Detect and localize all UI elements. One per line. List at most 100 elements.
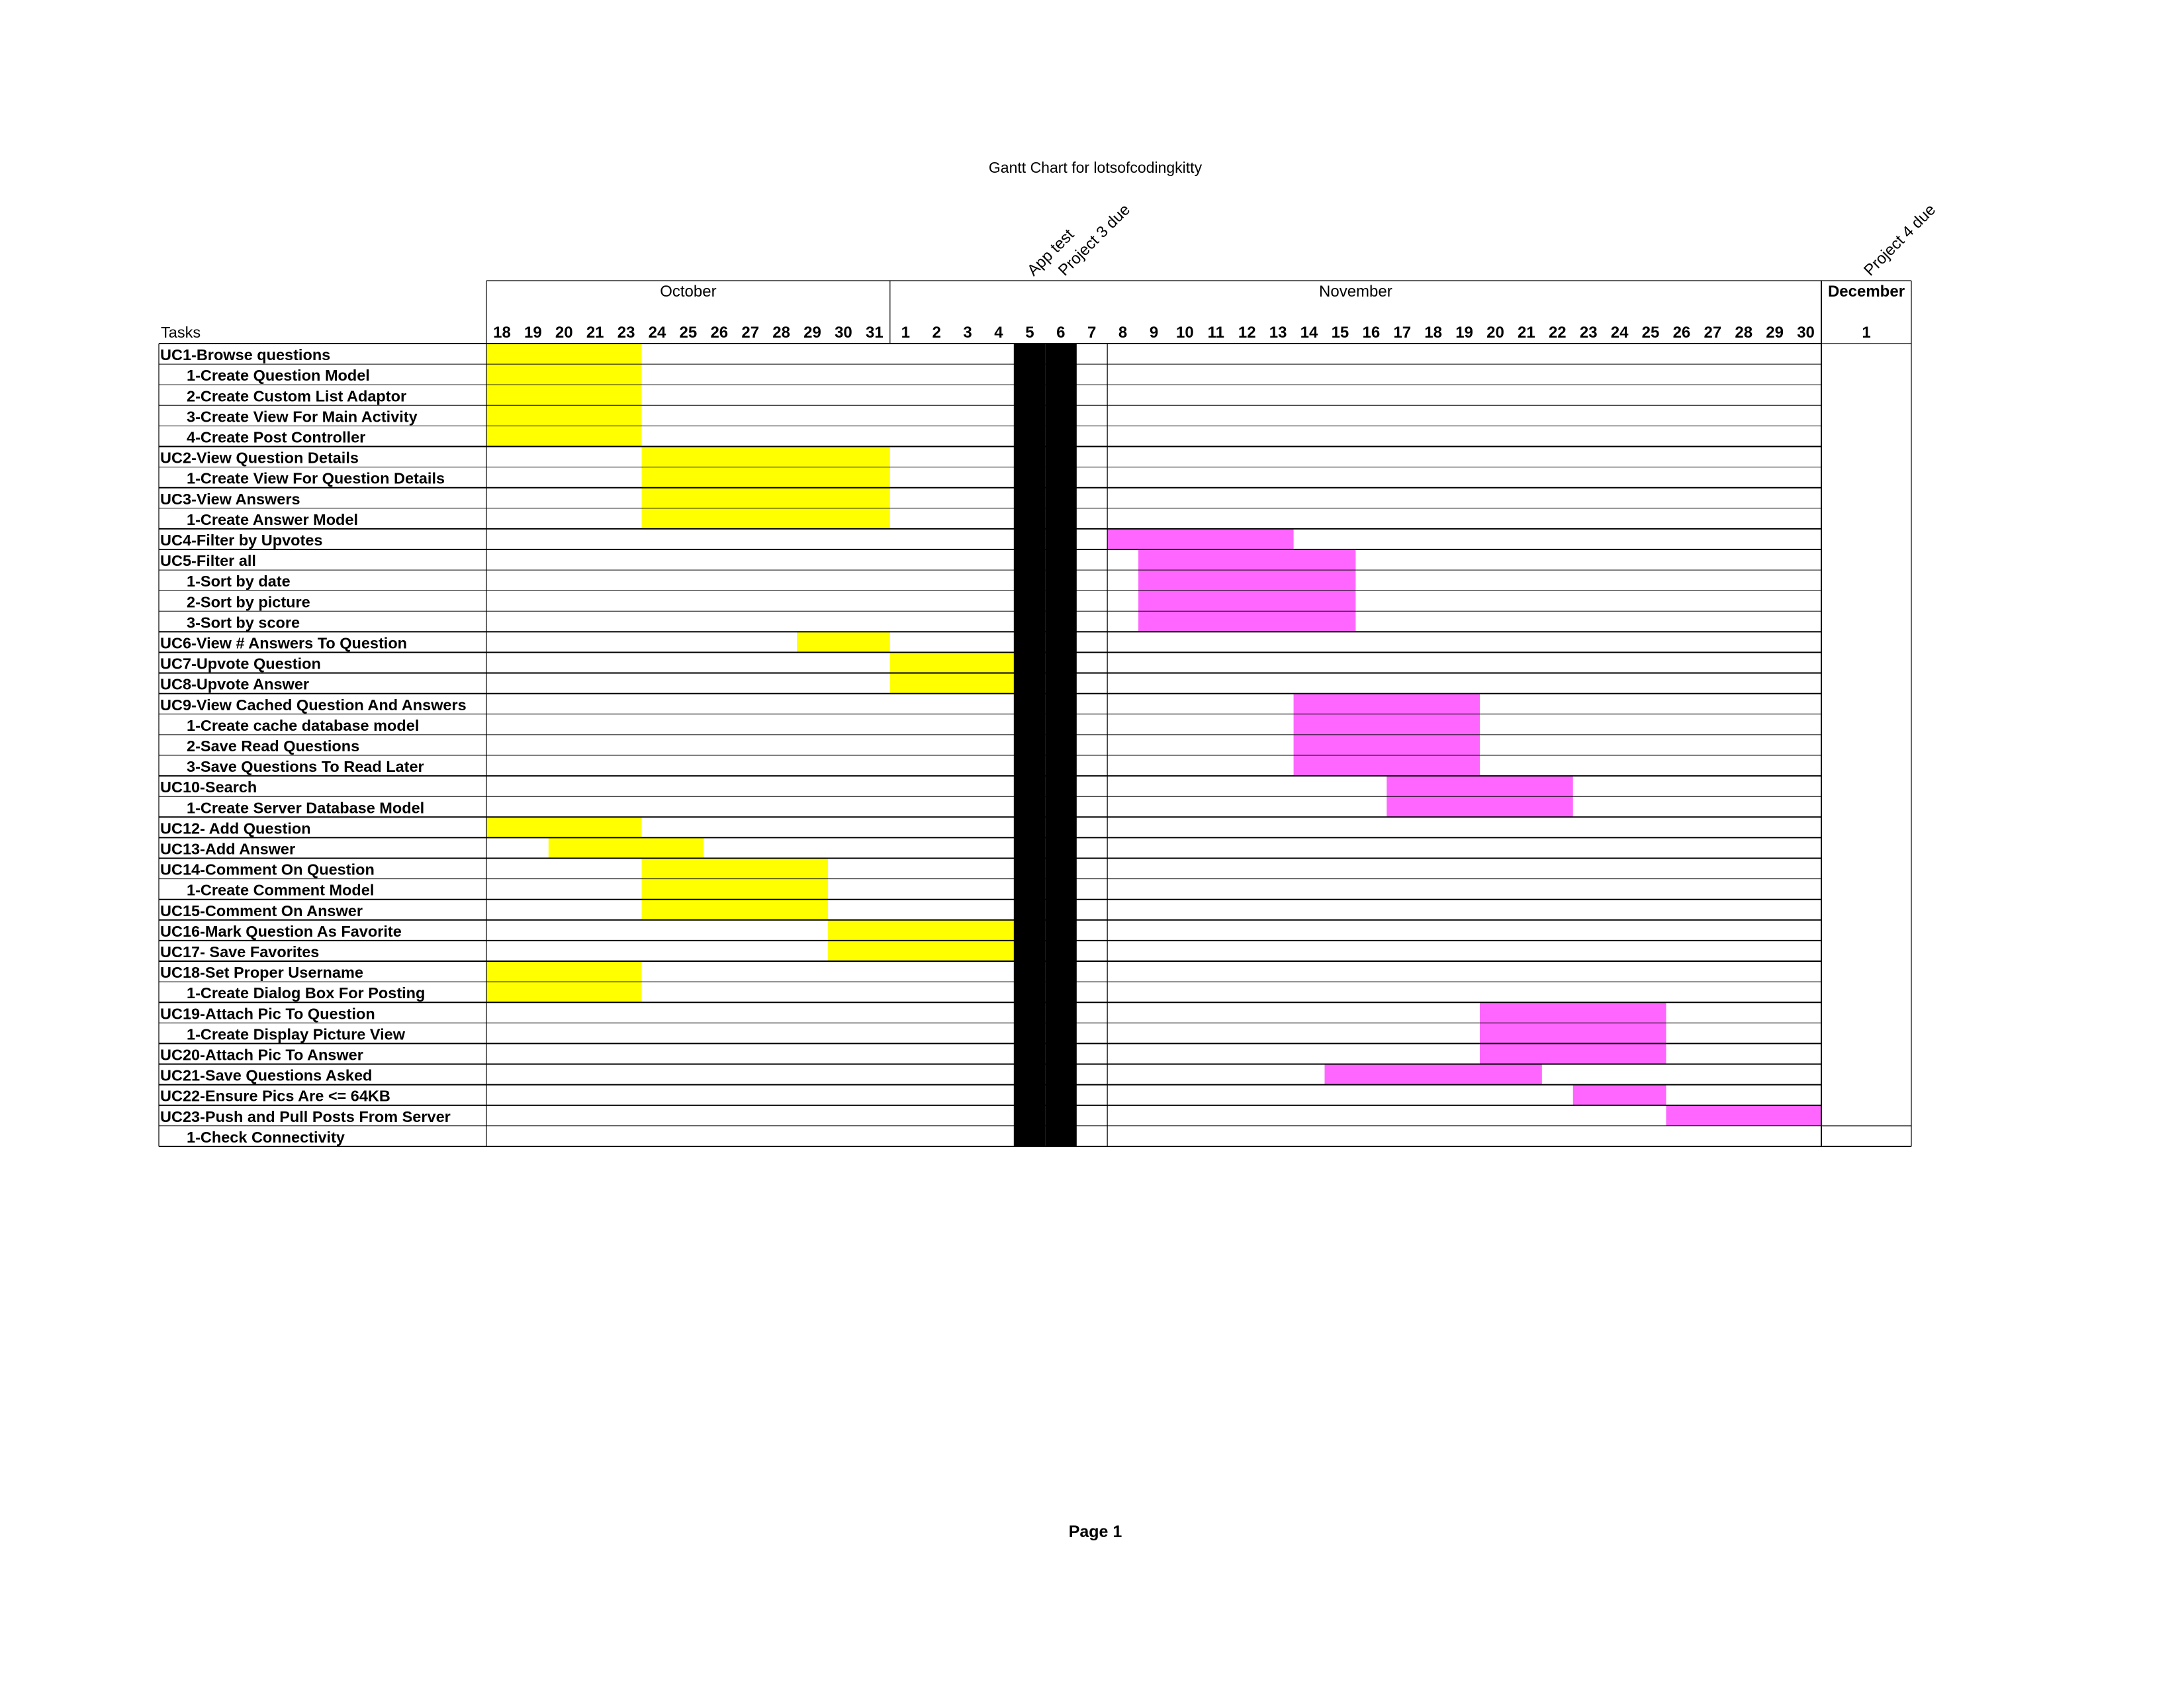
task-label: UC7-Upvote Question xyxy=(160,655,321,673)
task-label: UC22-Ensure Pics Are <= 64KB xyxy=(160,1088,390,1105)
task-label: UC15-Comment On Answer xyxy=(160,902,363,919)
day-tick-label: 29 xyxy=(1766,324,1784,342)
task-label: UC19-Attach Pic To Question xyxy=(160,1005,375,1022)
subtask-label: 2-Sort by picture xyxy=(187,593,310,610)
day-tick-label: 19 xyxy=(524,324,542,342)
task-bar xyxy=(889,673,1015,694)
day-tick-label: 24 xyxy=(1611,324,1629,342)
subtask-label: 3-Save Questions To Read Later xyxy=(187,758,424,775)
task-bar xyxy=(486,344,642,365)
day-tick-label: 19 xyxy=(1455,324,1473,342)
task-bar xyxy=(641,446,890,467)
subtask-label: 4-Create Post Controller xyxy=(187,429,365,446)
task-label: UC10-Search xyxy=(160,778,257,796)
task-label: UC17- Save Favorites xyxy=(160,943,319,961)
day-tick-label: 23 xyxy=(1580,324,1598,342)
subtask-label: 2-Save Read Questions xyxy=(187,737,359,755)
subtask-label: 1-Create View For Question Details xyxy=(187,470,445,487)
day-tick-label: 17 xyxy=(1393,324,1411,342)
day-tick-label: 27 xyxy=(1704,324,1721,342)
day-tick-label: 18 xyxy=(493,324,511,342)
task-bar xyxy=(1293,755,1480,776)
task-bar xyxy=(486,426,642,447)
month-label: December xyxy=(1828,283,1905,301)
task-bar xyxy=(827,940,1015,961)
task-label: UC23-Push and Pull Posts From Server xyxy=(160,1108,451,1125)
day-tick-label: 2 xyxy=(932,324,940,342)
subtask-label: 1-Create Comment Model xyxy=(187,882,374,899)
task-bar xyxy=(827,919,1015,941)
task-bar xyxy=(641,467,890,488)
task-bar xyxy=(1480,1023,1666,1044)
page-number: Page 1 xyxy=(1068,1523,1122,1541)
task-bar xyxy=(486,982,642,1003)
day-tick-label: 9 xyxy=(1150,324,1158,342)
day-tick-label: 13 xyxy=(1269,324,1287,342)
task-label: UC18-Set Proper Username xyxy=(160,964,363,981)
day-tick-label: 30 xyxy=(1797,324,1815,342)
subtask-label: 1-Create Question Model xyxy=(187,367,370,384)
task-label: UC6-View # Answers To Question xyxy=(160,635,407,652)
task-bar xyxy=(486,385,642,406)
task-bar xyxy=(1666,1105,1821,1126)
day-tick-label: 1 xyxy=(1862,324,1870,342)
task-bar xyxy=(1138,590,1356,612)
day-tick-label: 11 xyxy=(1208,324,1224,342)
subtask-label: 1-Create Server Database Model xyxy=(187,799,424,816)
task-label: UC3-View Answers xyxy=(160,491,300,508)
day-tick-label: 30 xyxy=(835,324,852,342)
milestone-label: Project 4 due xyxy=(1860,201,1939,279)
month-label: October xyxy=(660,283,716,301)
day-tick-label: 25 xyxy=(1642,324,1660,342)
day-tick-label: 16 xyxy=(1362,324,1380,342)
task-bar xyxy=(1324,1064,1542,1085)
day-tick-label: 7 xyxy=(1087,324,1096,342)
task-label: UC4-Filter by Upvotes xyxy=(160,532,323,549)
day-tick-label: 6 xyxy=(1056,324,1065,342)
day-tick-label: 27 xyxy=(741,324,759,342)
bars-layer xyxy=(486,344,1821,1147)
task-bar xyxy=(486,817,642,838)
task-bar xyxy=(548,837,704,859)
task-label: UC5-Filter all xyxy=(160,552,256,569)
day-tick-label: 28 xyxy=(772,324,790,342)
day-tick-label: 24 xyxy=(649,324,666,342)
task-bar xyxy=(641,508,890,529)
day-tick-label: 23 xyxy=(617,324,635,342)
task-bar xyxy=(1293,734,1480,755)
task-bar xyxy=(1293,693,1480,714)
subtask-label: 2-Create Custom List Adaptor xyxy=(187,387,406,404)
task-bar xyxy=(641,878,828,900)
subtask-label: 1-Sort by date xyxy=(187,573,291,590)
tasks-header: Tasks xyxy=(161,324,201,341)
blocked-day-column xyxy=(1014,344,1046,1147)
day-tick-label: 12 xyxy=(1238,324,1256,342)
task-label: UC20-Attach Pic To Answer xyxy=(160,1047,363,1064)
task-bar xyxy=(1138,611,1356,632)
task-label: UC2-View Question Details xyxy=(160,449,359,467)
day-tick-label: 15 xyxy=(1332,324,1349,342)
task-label: UC14-Comment On Question xyxy=(160,861,375,878)
task-label: UC16-Mark Question As Favorite xyxy=(160,923,402,940)
task-bar xyxy=(797,632,890,653)
blocked-day-column xyxy=(1045,344,1077,1147)
day-tick-label: 22 xyxy=(1549,324,1567,342)
task-bar xyxy=(1387,776,1573,797)
day-tick-label: 21 xyxy=(586,324,604,342)
task-bar xyxy=(641,899,828,920)
day-tick-label: 3 xyxy=(963,324,972,342)
grid-layer xyxy=(158,280,1912,1147)
task-bar xyxy=(1572,1084,1666,1105)
task-bar xyxy=(486,961,642,982)
day-tick-label: 4 xyxy=(994,324,1003,342)
subtask-label: 1-Check Connectivity xyxy=(187,1129,345,1146)
day-tick-label: 1 xyxy=(901,324,910,342)
day-tick-label: 29 xyxy=(803,324,821,342)
task-bar xyxy=(1480,1043,1666,1064)
task-label: UC9-View Cached Question And Answers xyxy=(160,696,467,714)
day-tick-label: 5 xyxy=(1025,324,1034,342)
task-bar xyxy=(1480,1002,1666,1023)
task-label: UC21-Save Questions Asked xyxy=(160,1067,372,1084)
task-bar xyxy=(1138,549,1356,571)
